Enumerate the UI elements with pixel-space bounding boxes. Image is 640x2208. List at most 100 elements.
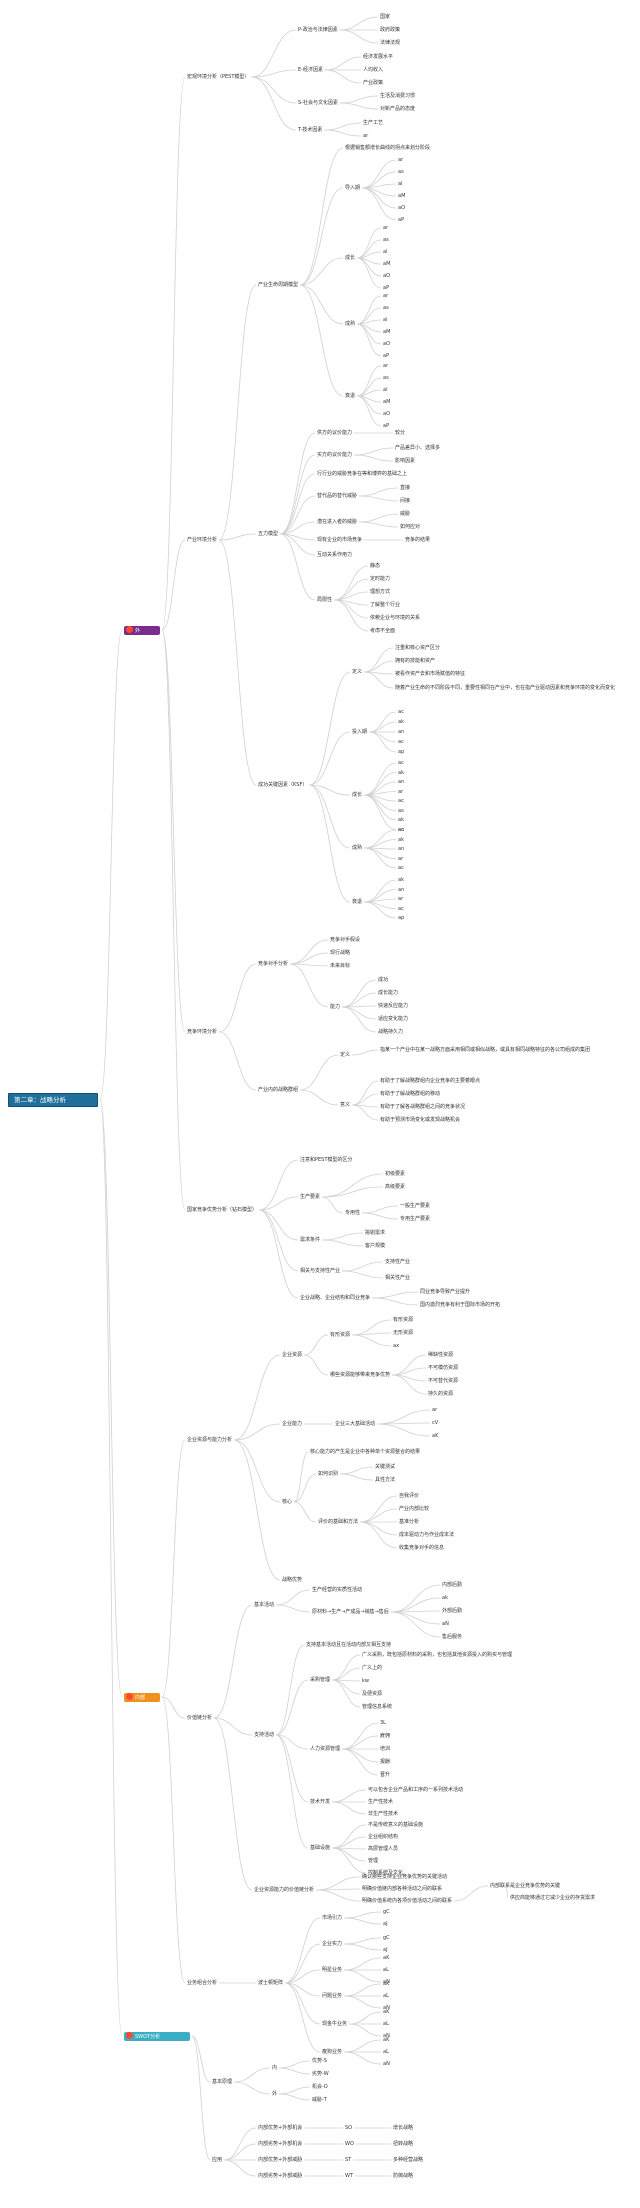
bcg-cow-item: aL	[383, 2021, 389, 2027]
connector-line	[275, 1734, 309, 1803]
substitute-threat-text: 替代品的替代威胁	[317, 493, 358, 499]
bcg-dog: 瘦狗业务	[322, 2049, 342, 2055]
connector-line	[258, 1159, 299, 1211]
ksf-intro-item-text: ac	[398, 709, 404, 715]
connector-line	[251, 29, 297, 78]
supplier-item-text: 较分	[395, 430, 406, 436]
infrastructure-item-text: 不是传统意义的基础设施	[368, 1822, 424, 1828]
connector-line	[351, 1080, 379, 1106]
bcg-question: 问题业务	[322, 1993, 342, 1999]
tech-development-item-text: 生产性技术	[368, 1799, 394, 1805]
ksf-growth-text: 成长	[352, 792, 363, 798]
swot-combination-text: 内部劣势+外部机会	[258, 2141, 303, 2147]
connector-line	[356, 365, 382, 397]
lifecycle-model-node-text: 产业生命周期模型	[258, 282, 299, 288]
root-topic[interactable]: 第二章：战略分析	[8, 1093, 98, 1107]
core-evaluate-item: 产业内部比较	[399, 1506, 429, 1512]
connector-line	[161, 1696, 186, 1719]
branch-external[interactable]: 外	[124, 625, 160, 635]
entrant-item: 威胁	[400, 511, 410, 517]
connector-line	[354, 454, 394, 462]
connector-line	[285, 1969, 321, 1984]
lifecycle-decline-item-text: ar	[383, 363, 389, 369]
connector-line	[234, 1423, 281, 1441]
lifecycle-model-node: 产业生命周期模型	[258, 282, 298, 288]
bcg-question-item: aK	[383, 1981, 389, 1987]
value-chain-side-note-text: 内部联系是企业竞争优势的关键	[490, 1883, 561, 1889]
core-evaluate-item-text: 自我评价	[399, 1493, 420, 1499]
swot-strategy: 多种经营战略	[393, 2157, 423, 2163]
connector-line	[377, 1409, 431, 1425]
connector-line	[279, 533, 316, 601]
competitor-ability-text: 能力	[330, 1004, 341, 1010]
swot-application-text: 应用	[212, 2157, 223, 2163]
pest-s-item: 对新产品的态度	[380, 106, 415, 112]
ksf-mature-item-text: an	[398, 846, 405, 852]
competition-environment-node: 竞争环境分析	[187, 1029, 217, 1035]
related-industries-item: 支持性产业	[385, 1259, 410, 1265]
lifecycle-decline-item-text: aM	[383, 399, 391, 405]
connector-line	[251, 76, 297, 104]
core-evaluate-item: 基准分析	[399, 1519, 419, 1525]
connector-line	[390, 1611, 441, 1625]
capability-basic-activities-text: 企业三大基础活动	[335, 1421, 376, 1427]
ksf-definition-item-text: 注重和核心资产区分	[395, 645, 441, 651]
connector-line	[352, 1332, 392, 1336]
connector-line	[342, 992, 377, 1008]
lifecycle-decline-item: aM	[383, 399, 390, 405]
bcg-cow-item: aK	[383, 2009, 389, 2015]
connector-line	[356, 295, 382, 325]
connector-line	[276, 1604, 311, 1613]
pest-p-item: 国家	[380, 14, 390, 20]
tech-development-item-text: 可以包含企业产品和工序的一系列技术活动	[368, 1787, 464, 1793]
connector-line	[279, 2060, 311, 2069]
lifecycle-decline-item: as	[383, 375, 389, 381]
lifecycle-growth-item-text: aO	[383, 273, 390, 279]
connector-line	[279, 2067, 311, 2075]
factor-item: 高级要素	[385, 1184, 405, 1190]
ksf-definition-item-text: 随着产业生命的不同阶段不同，重要性相同在产业中，也在指产业驱动因素和竞争环境的变…	[395, 685, 616, 691]
connector-line	[276, 1734, 309, 1750]
swot-external-item-text: 威胁-T	[312, 2097, 327, 2103]
swot-combination-text: 内部优势+外部威胁	[258, 2157, 303, 2163]
pest-s-node: S-社会与文化因素	[298, 100, 338, 106]
ksf-intro-item: ac	[398, 709, 404, 715]
connector-line	[332, 1836, 367, 1849]
bcg-market-item-text: gC	[383, 1909, 390, 1915]
buyer-item-text: 产品差异小、选择多	[395, 445, 441, 451]
connector-line	[279, 495, 316, 535]
bcg-market-item: gC	[383, 1909, 390, 1915]
primary-activity-item-text: 内部后勤	[442, 1582, 463, 1588]
capability-basic-item-text: ar	[432, 1407, 438, 1413]
lifecycle-decline-item: al	[383, 387, 387, 393]
factor-item: 初级要素	[385, 1171, 405, 1177]
rival-item-text: 竞争的结果	[405, 537, 431, 543]
ksf-mature-item-text: ak	[398, 836, 404, 843]
strategic-group-meaning-text: 意义	[340, 1102, 351, 1108]
related-industries-item-text: 支持性产业	[385, 1259, 411, 1265]
connector-line	[344, 1917, 382, 1925]
branch-swot[interactable]: SWOT分析	[124, 2031, 190, 2041]
connector-line	[364, 901, 397, 919]
lifecycle-mature-item: as	[383, 305, 389, 311]
entrant-threat: 潜在进入者的威胁	[317, 519, 357, 525]
five-limit-text: 局限性	[317, 597, 333, 603]
connector-line	[324, 129, 362, 137]
branch-internal[interactable]: 内部	[124, 1692, 160, 1702]
ability-item: 战略持久力	[378, 1029, 403, 1035]
connector-line	[224, 2159, 257, 2177]
lifecycle-decline-text: 衰退	[345, 393, 356, 399]
connector-line	[322, 1173, 384, 1198]
interaction-force: 互动关系作用力	[317, 552, 352, 558]
strategic-group-definition-text: 指某一个产业中在某一战略方面采用相同或相似战略，或具有相同战略特征的各公司组成的…	[380, 1047, 605, 1053]
bcg-strength-text: 企业实力	[322, 1941, 343, 1947]
connector-line	[219, 533, 257, 541]
connector-line	[359, 1521, 398, 1549]
ksf-decline-item-text: ap	[398, 915, 405, 921]
topic-marker-icon	[126, 1692, 133, 1700]
portfolio-analysis-node: 业务组合分析	[187, 1980, 217, 1986]
hr-management-item: 3L	[380, 1720, 386, 1726]
procurement-item-text: 广义上的	[362, 1665, 383, 1671]
connector-line	[324, 56, 362, 71]
